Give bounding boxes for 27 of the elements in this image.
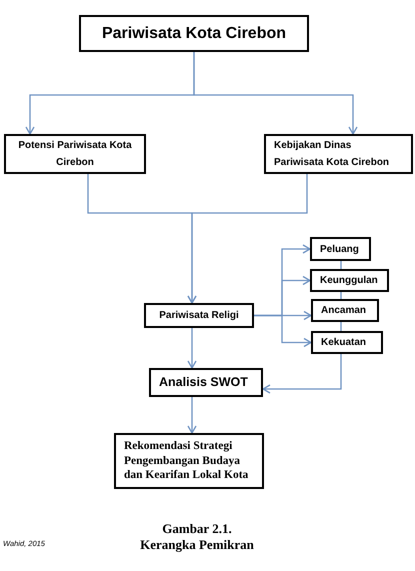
process-box [264,134,413,174]
process-box [4,134,146,174]
box-text: Keunggulan [320,274,378,288]
box-text: Potensi Pariwisata Kota Cirebon [17,139,133,170]
arrow [254,314,312,348]
box-text: Kekuatan [321,336,366,350]
box-text: Kebijakan Dinas Pariwisata Kota Cirebon [274,139,390,170]
box-text: Pariwisata Kota Cirebon [102,24,286,44]
box-text: Analisis SWOT [159,374,248,391]
arrow [187,397,197,434]
arrow [262,354,342,394]
box-text: Rekomendasi Strategi Pengembangan Budaya dan Kearifan Lokal Kota [124,439,250,483]
process-box [310,269,389,292]
box-text: Pariwisata Religi [159,309,239,323]
figure-caption: Gambar 2.1. Kerangka Pemikran [139,521,255,552]
arrow [193,52,358,135]
box-text: Ancaman [321,304,366,318]
process-box [149,368,263,397]
process-box [114,433,264,489]
process-box [310,237,371,261]
process-box [311,299,379,322]
process-box [144,303,254,328]
box-text: Peluang [320,242,359,256]
process-box [311,331,383,354]
arrow [187,174,308,304]
arrow [187,328,197,369]
process-box [79,15,309,52]
